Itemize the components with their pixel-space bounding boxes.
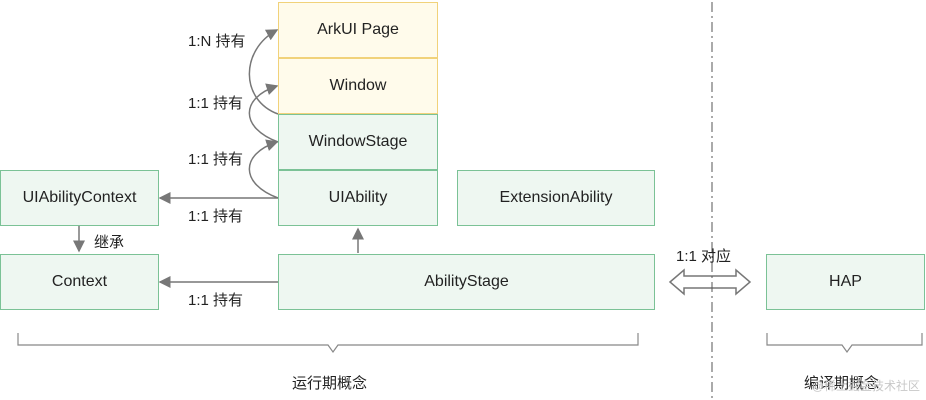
label-runtime-concept: 运行期概念: [292, 375, 368, 392]
uiability-label: UIAbility: [328, 189, 388, 206]
label-hold-context: 1:1 持有: [188, 208, 244, 225]
label-hold-stage: 1:1 持有: [188, 151, 244, 168]
ability-stage-label: AbilityStage: [424, 273, 509, 290]
watermark: @稀土掘金技术社区: [811, 379, 920, 393]
window-box: Window: [278, 58, 438, 114]
runtime-brace: [17, 333, 639, 354]
hap-label: HAP: [829, 273, 862, 290]
arrow-window-hold: [248, 83, 279, 143]
label-hold-window: 1:1 持有: [188, 95, 244, 112]
uiability-box: UIAbility: [278, 170, 438, 226]
extension-ability-label: ExtensionAbility: [499, 189, 613, 206]
uiability-context-label: UIAbilityContext: [22, 189, 137, 206]
compile-brace: [766, 333, 923, 354]
window-stage-label: WindowStage: [308, 133, 408, 150]
arrow-stage-hold: [248, 139, 279, 199]
hap-box: HAP: [766, 254, 925, 310]
uiability-context-box: UIAbilityContext: [0, 170, 159, 226]
label-correspond: 1:1 对应: [676, 248, 732, 265]
label-inherit: 继承: [94, 234, 125, 251]
context-label: Context: [51, 273, 108, 290]
arkui-page-box: ArkUI Page: [278, 2, 438, 58]
arrow-1n-hold: [248, 29, 279, 115]
label-hold-ctx2: 1:1 持有: [188, 292, 244, 309]
window-label: Window: [329, 77, 387, 94]
label-hold-1n: 1:N 持有: [188, 33, 246, 50]
ability-stage-box: AbilityStage: [278, 254, 655, 310]
label-compile-concept: 编译期概念: [804, 375, 880, 392]
extension-ability-box: ExtensionAbility: [457, 170, 655, 226]
window-stage-box: WindowStage: [278, 114, 438, 170]
double-arrow: [668, 268, 752, 296]
context-box: Context: [0, 254, 159, 310]
arkui-page-label: ArkUI Page: [317, 21, 399, 38]
